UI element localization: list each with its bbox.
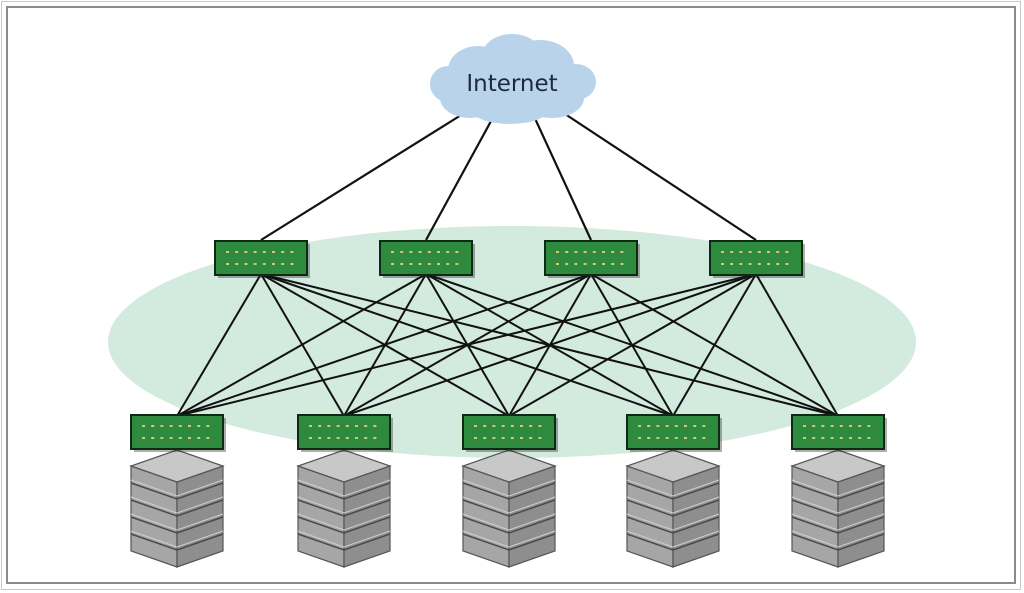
leaf-switch-layer [130,414,887,452]
link-spine4-leaf3 [508,273,757,417]
leaf-switch-2 [297,414,393,452]
link-spine2-leaf1 [176,273,427,417]
internet-label: Internet [466,71,557,97]
leaf-switch-5 [791,414,887,452]
spine-leaf-mesh-links [176,273,839,417]
internet-uplinks [260,111,757,241]
uplink-2 [425,111,497,241]
internet-cloud: Internet [430,34,596,124]
link-spine4-leaf1 [176,273,757,417]
spine-switch-2 [379,240,475,278]
cloud-icon [430,34,596,124]
leaf-switch-1 [130,414,226,452]
server-rack-1 [129,449,225,568]
link-spine1-leaf1 [176,273,262,417]
link-spine4-leaf5 [755,273,839,417]
server-rack-5 [790,449,886,568]
uplink-3 [531,111,592,241]
server-rack-2 [296,449,392,568]
server-rack-4 [625,449,721,568]
link-spine3-leaf1 [176,273,592,417]
leaf-switch-3 [462,414,558,452]
leaf-switch-4 [626,414,722,452]
spine-switch-4 [709,240,805,278]
spine-switch-1 [214,240,310,278]
uplink-4 [561,111,757,241]
server-rack-3 [461,449,557,568]
server-racks [129,449,886,568]
link-spine4-leaf2 [343,273,757,417]
spine-switch-3 [544,240,640,278]
spine-switch-layer [214,240,805,278]
uplink-1 [260,111,467,241]
link-spine4-leaf4 [672,273,757,417]
